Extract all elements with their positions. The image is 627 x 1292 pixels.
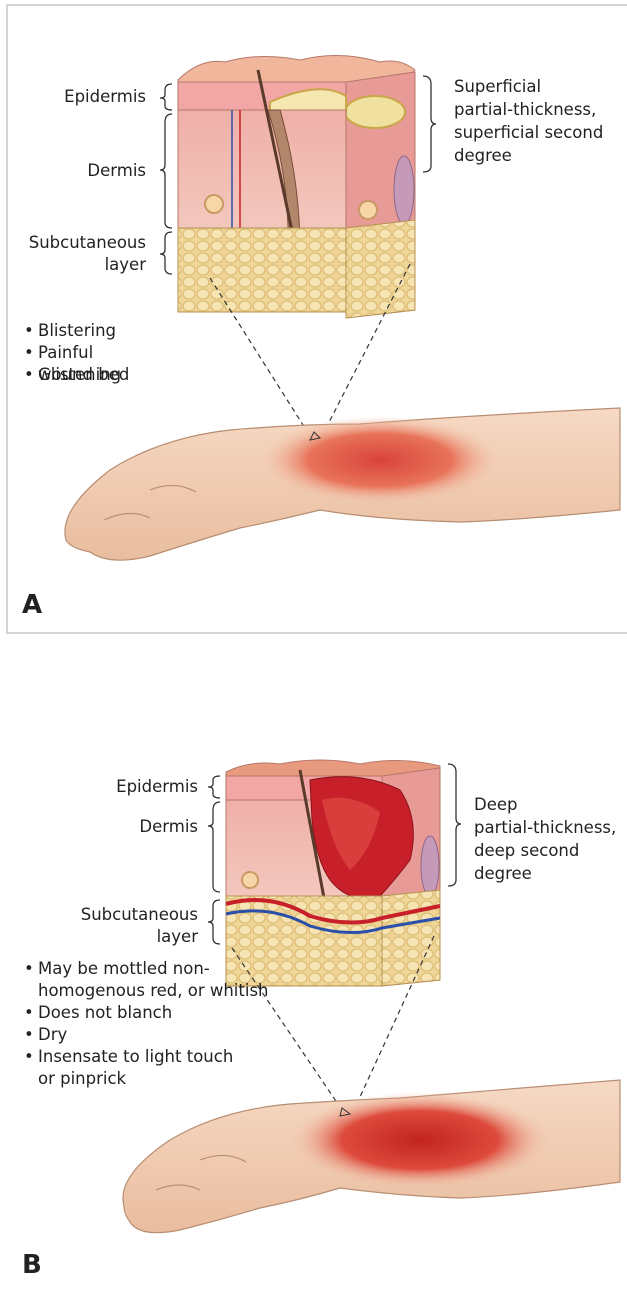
sign-b-3: Dry: [24, 1024, 233, 1046]
panel-letter-a: A: [22, 590, 42, 620]
sign-b-4: Insensate to light touch: [24, 1046, 233, 1068]
panel-letter-b: B: [22, 1250, 42, 1280]
label-epidermis-a: Epidermis: [20, 86, 146, 107]
classification-b-line3: deep second: [474, 840, 579, 861]
arm-illustration-b: [123, 1080, 620, 1233]
classification-b-line4: degree: [474, 863, 532, 884]
label-subcutaneous-b-line1: Subcutaneous: [50, 904, 198, 925]
sign-a-3-cont: wound bed: [38, 364, 129, 386]
classification-a-line3: superficial second: [454, 122, 603, 143]
label-subcutaneous-a-line1: Subcutaneous: [10, 232, 146, 253]
signs-list-b-rest: Does not blanch Dry Insensate to light t…: [24, 1002, 233, 1068]
sign-b-1: May be mottled non-: [24, 958, 210, 980]
classification-b-line2: partial-thickness,: [474, 817, 616, 838]
signs-list-b: May be mottled non-: [24, 958, 210, 980]
sign-b-2: Does not blanch: [24, 1002, 233, 1024]
classification-a-line2: partial-thickness,: [454, 99, 596, 120]
arm-illustration-a: [65, 408, 620, 560]
skin-block-a: [178, 55, 415, 318]
label-subcutaneous-b-line2: layer: [50, 926, 198, 947]
sign-b-1-cont: homogenous red, or whitish: [38, 980, 269, 1002]
label-epidermis-b: Epidermis: [60, 776, 198, 797]
classification-b-line1: Deep: [474, 794, 517, 815]
classification-a-line1: Superficial: [454, 76, 541, 97]
label-subcutaneous-a-line2: layer: [10, 254, 146, 275]
sign-a-2: Painful: [24, 342, 121, 364]
sign-a-1: Blistering: [24, 320, 121, 342]
sign-b-4-cont: or pinprick: [38, 1068, 126, 1090]
label-dermis-b: Dermis: [60, 816, 198, 837]
classification-a-line4: degree: [454, 145, 512, 166]
skin-block-b: [226, 760, 440, 986]
label-dermis-a: Dermis: [20, 160, 146, 181]
